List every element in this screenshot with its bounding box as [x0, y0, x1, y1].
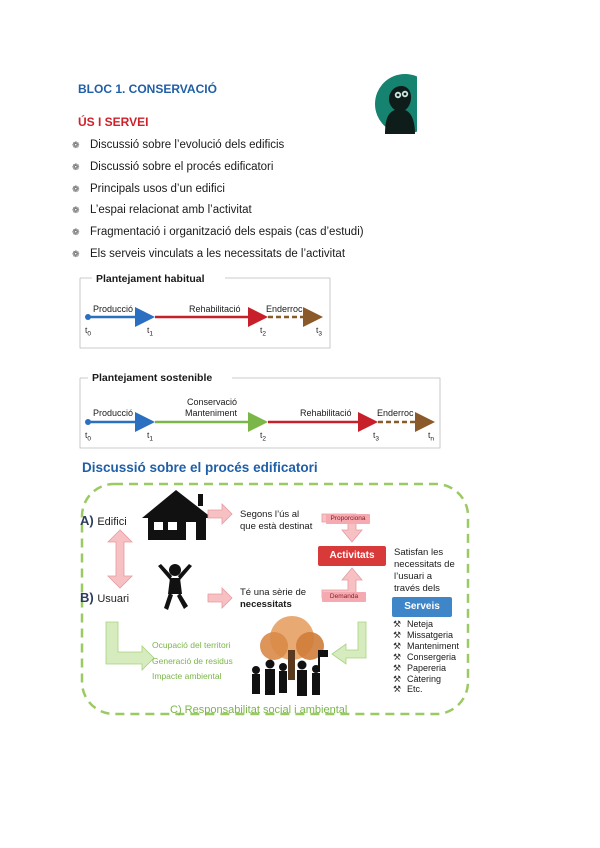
impact-item: Generació de residus — [152, 654, 233, 670]
timeline-sostenible-title: Plantejament sostenible — [92, 372, 212, 384]
satisfan-text: Satisfan les necessitats de l’usuari a t… — [394, 547, 474, 595]
demanda-tag: Demanda — [322, 592, 366, 602]
tick-label: t0 — [85, 325, 91, 338]
edifici-desc: Segons l’ús al que està destinat — [240, 509, 312, 533]
phase-label: Producció — [93, 304, 133, 314]
serveis-box: Serveis — [392, 597, 452, 617]
arrow-right — [208, 504, 232, 524]
usuari-desc: Té una sèrie de necessitats — [240, 587, 306, 611]
tools-icon: ⚒ — [393, 674, 407, 685]
phase-label: Producció — [93, 408, 133, 418]
list-item: ⚒Papereria — [393, 663, 459, 674]
tools-icon: ⚒ — [393, 619, 407, 630]
arrow-right — [208, 588, 232, 608]
person-icon — [158, 564, 192, 610]
tick-label: tn — [428, 430, 434, 443]
list-item: ⚒Consergeria — [393, 652, 459, 663]
phase-label: Enderroc — [377, 408, 414, 418]
tick-label: t3 — [373, 430, 379, 443]
list-item: ⚒Etc. — [393, 684, 459, 695]
tick-label: t0 — [85, 430, 91, 443]
tick-label: t1 — [147, 325, 153, 338]
tools-icon: ⚒ — [393, 652, 407, 663]
list-item: ⚒Càtering — [393, 674, 459, 685]
timelines-graphic — [0, 0, 600, 460]
impact-item: Impacte ambiental — [152, 669, 233, 685]
arrow-green — [106, 622, 154, 670]
usuari-label: B) Usuari — [80, 590, 129, 605]
impact-list: Ocupació del territori Generació de resi… — [152, 638, 233, 685]
tick-label: t2 — [260, 325, 266, 338]
phase-label: Rehabilitació — [189, 304, 241, 314]
tools-icon: ⚒ — [393, 663, 407, 674]
tools-icon: ⚒ — [393, 684, 407, 695]
tick-label: t3 — [316, 325, 322, 338]
tools-icon: ⚒ — [393, 630, 407, 641]
serveis-list: ⚒Neteja ⚒Missatgeria ⚒Manteniment ⚒Conse… — [393, 619, 459, 695]
activitats-box: Activitats — [318, 546, 386, 566]
phase-label: Rehabilitació — [300, 408, 352, 418]
tools-icon: ⚒ — [393, 641, 407, 652]
impact-item: Ocupació del territori — [152, 638, 233, 654]
phase-label: Conservació — [187, 397, 237, 407]
list-item: ⚒Neteja — [393, 619, 459, 630]
list-item: ⚒Manteniment — [393, 641, 459, 652]
edifici-label: A) Edifici — [80, 513, 127, 528]
double-arrow — [108, 530, 132, 588]
tree-people-icon — [252, 616, 328, 696]
proporciona-tag: Proporciona — [326, 514, 370, 524]
tick-label: t2 — [260, 430, 266, 443]
phase-label: Enderroc — [266, 304, 303, 314]
house-icon — [142, 490, 212, 540]
arrow-green — [332, 622, 366, 664]
timeline-habitual-title: Plantejament habitual — [96, 273, 205, 285]
tick-label: t1 — [147, 430, 153, 443]
phase-label: Manteniment — [185, 408, 237, 418]
list-item: ⚒Missatgeria — [393, 630, 459, 641]
responsabilitat-label: C) Responsabilitat social i ambiental — [170, 704, 347, 716]
